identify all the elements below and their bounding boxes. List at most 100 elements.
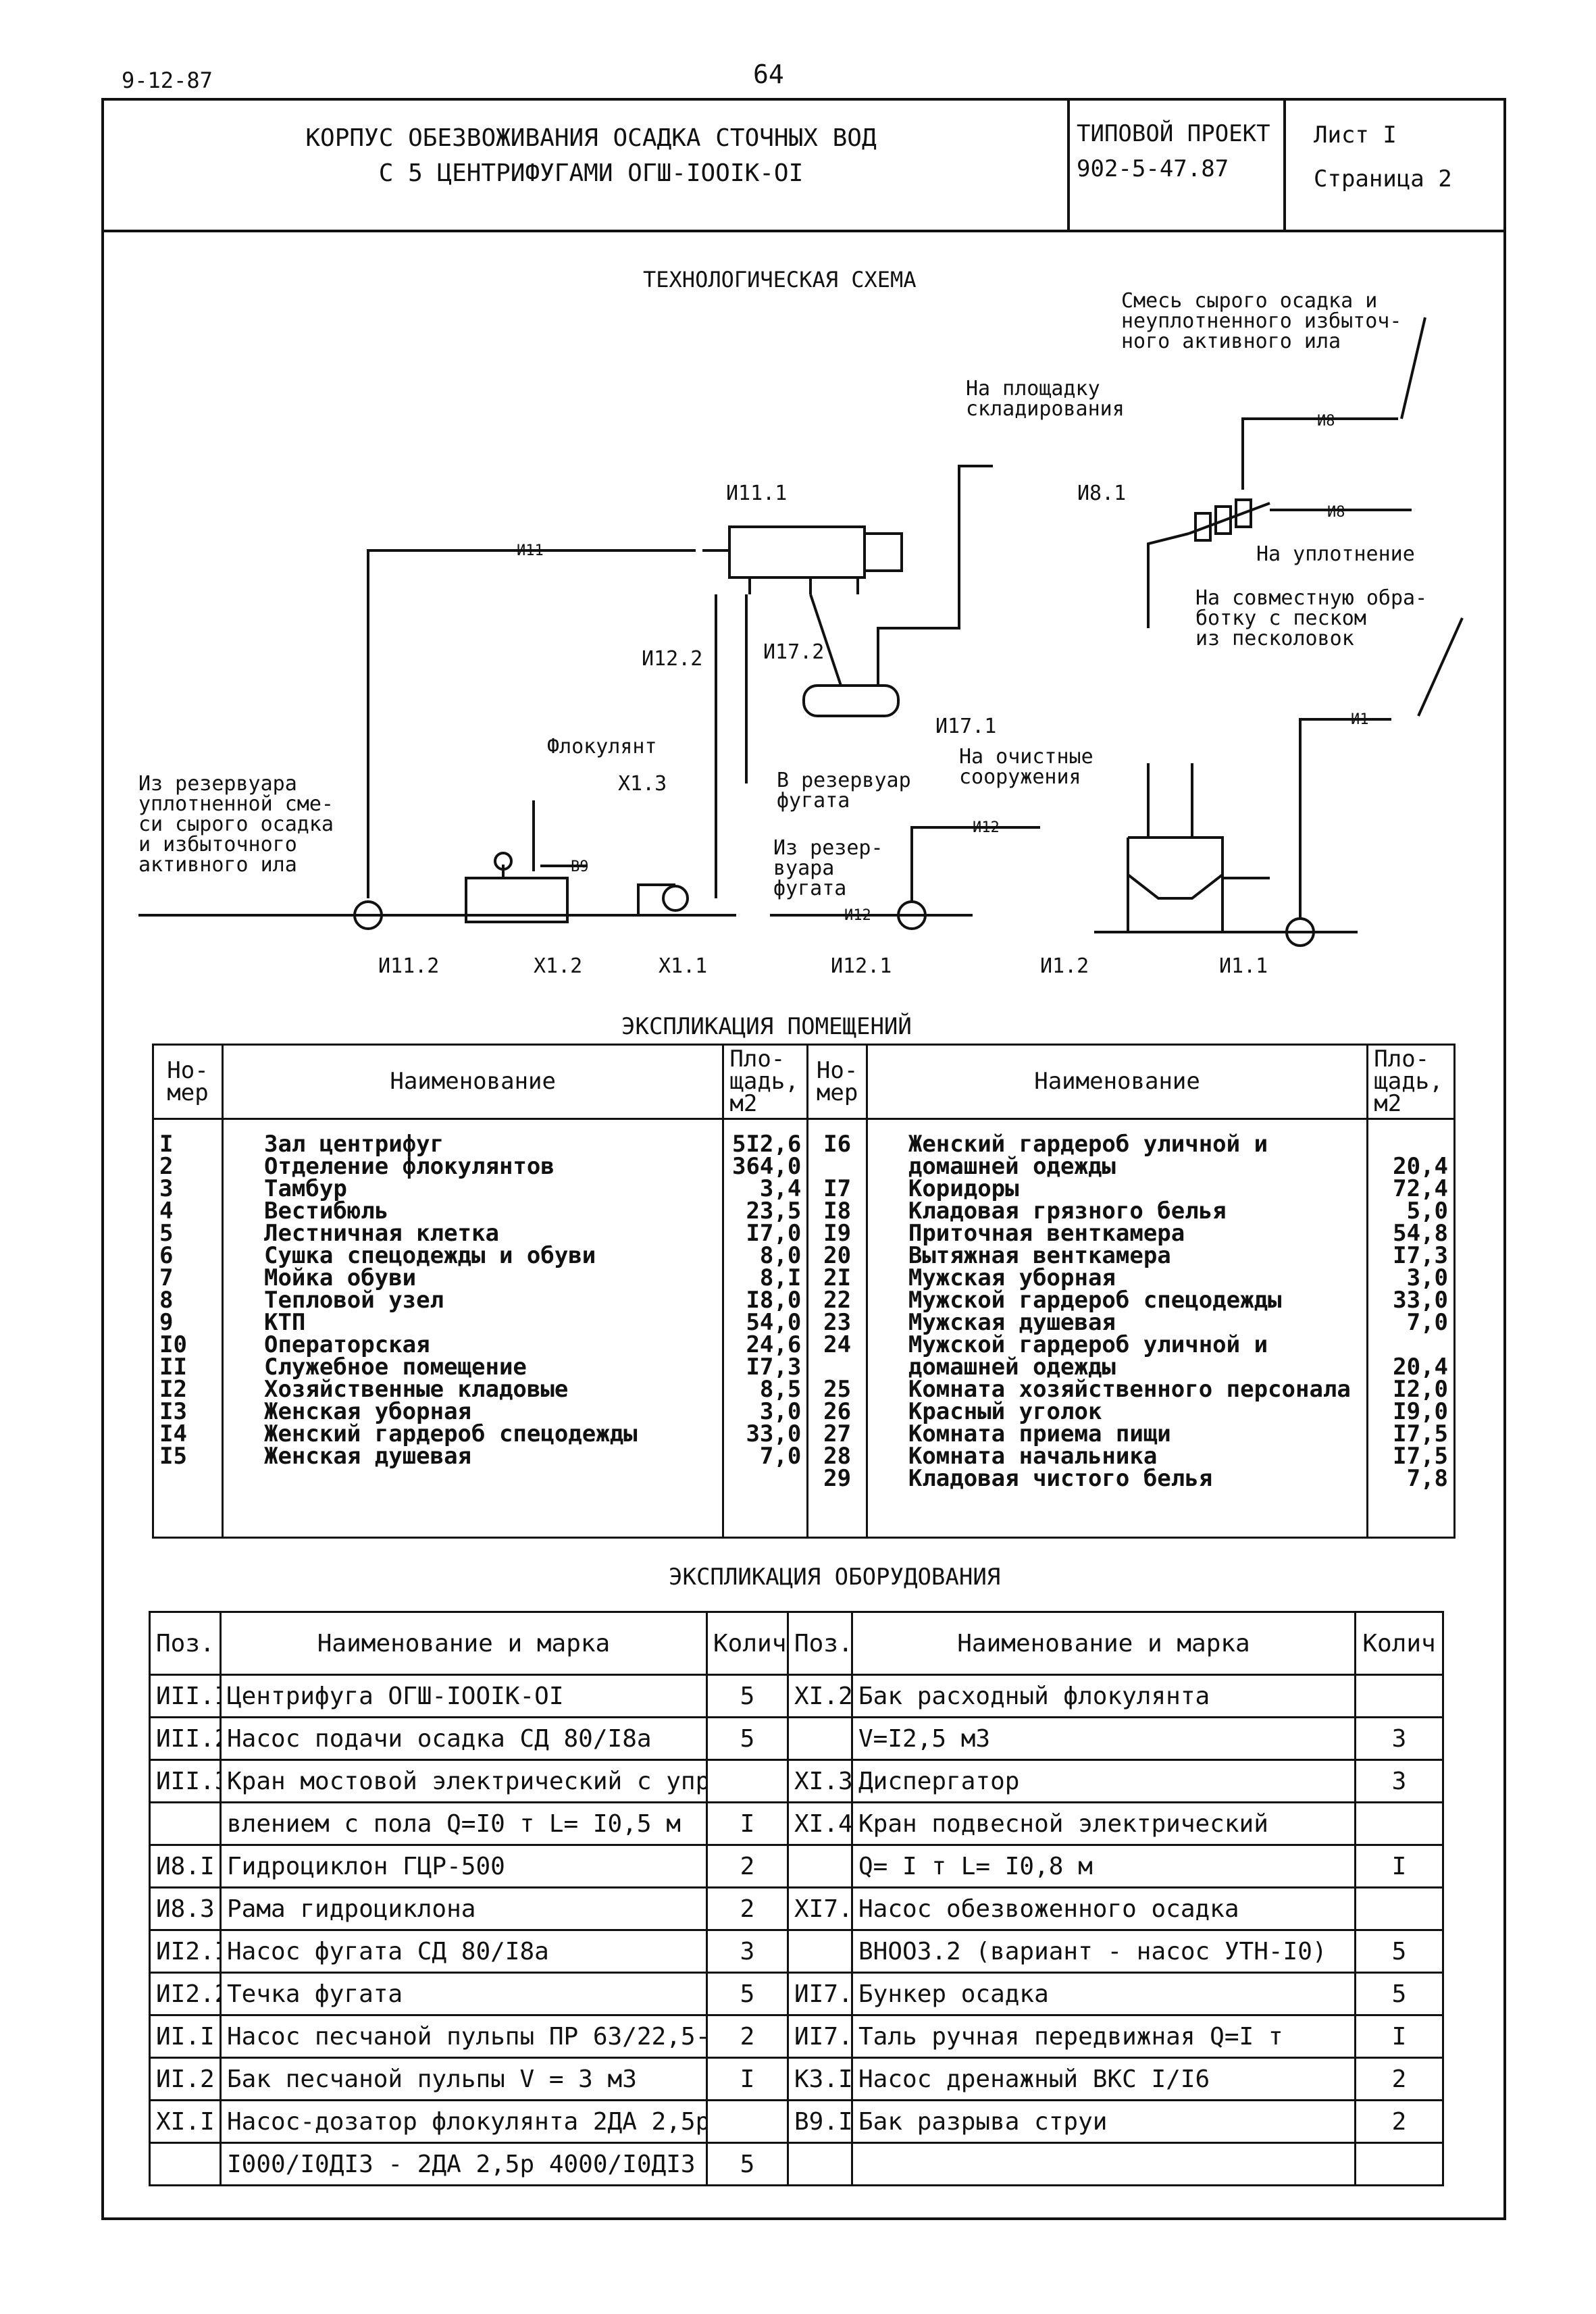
equip-pos: И8.3: [149, 1886, 222, 1931]
label-x1-2: X1.2: [534, 954, 582, 978]
equip-pos-2: [787, 1929, 853, 1974]
pipe-x1-dosing: [567, 883, 675, 917]
equip-qty-2: 3: [1354, 1716, 1444, 1761]
equip-pos-2: XI.2: [787, 1674, 853, 1718]
equip-pos: XI.I: [149, 2099, 222, 2144]
equip-name-2: Таль ручная передвижная Q=I т: [851, 2014, 1356, 2059]
equip-pos: ИII.2: [149, 1716, 222, 1761]
equip-name-2: ВНОО3.2 (вариант - насос УТН-I0): [851, 1929, 1356, 1974]
equip-qty-2: 2: [1354, 2057, 1444, 2101]
pipe-i1-out: [1299, 718, 1391, 919]
sludge-bunker: [802, 684, 900, 717]
equip-pos: ИI.I: [149, 2014, 222, 2059]
equip-pos: ИI2.2: [149, 1972, 222, 2016]
label-i1-1: И1.1: [1219, 954, 1268, 978]
header-divider: [101, 230, 1506, 232]
equip-name-2: Кран подвесной электрический: [851, 1801, 1356, 1846]
equip-name: Рама гидроциклона: [220, 1886, 708, 1931]
equip-qty: 5: [706, 1674, 789, 1718]
note-mix-line3: ного активного ила: [1121, 330, 1341, 353]
equip-qty-2: [1354, 2142, 1444, 2186]
note-joint-line1: На совместную обра-: [1195, 586, 1427, 610]
note-reservoir-line4: и избыточного: [138, 833, 297, 856]
line-label-b9: В9: [571, 858, 589, 875]
rooms-col-area-2: Пло- щадь, м2: [1366, 1044, 1456, 1120]
equip-name-2: Насос дренажный ВКС I/I6: [851, 2057, 1356, 2101]
equip-col-name: Наименование и марка: [220, 1611, 708, 1676]
note-from-fugate-line3: фугата: [773, 877, 846, 900]
note-from-fugate-line1: Из резер-: [773, 836, 883, 860]
line-label-i1: И1: [1351, 711, 1369, 728]
equip-name: Кран мостовой электрический с упра: [220, 1759, 708, 1803]
equip-pos-2: [787, 2142, 853, 2186]
centrifuge-motor: [863, 532, 903, 572]
equip-name: влением с пола Q=I0 т L= I0,5 м: [220, 1801, 708, 1846]
note-to-fugate-line1: В резервуар: [777, 769, 911, 792]
pipe-i1-up: [1147, 532, 1189, 628]
equip-name: Насос фугата СД 80/I8а: [220, 1929, 708, 1974]
equip-pos: [149, 2142, 222, 2186]
equip-col-qty-2: Колич: [1354, 1611, 1444, 1676]
equip-pos-2: XI.3: [787, 1759, 853, 1803]
equip-qty: [706, 2099, 789, 2144]
equip-name: Насос-дозатор флокулянта 2ДА 2,5р: [220, 2099, 708, 2144]
equip-name-2: V=I2,5 м3: [851, 1716, 1356, 1761]
equip-qty-2: 2: [1354, 2099, 1444, 2144]
equip-pos-2: XI.4: [787, 1801, 853, 1846]
rooms-col-name-2: Наименование: [865, 1044, 1369, 1120]
schema-title: ТЕХНОЛОГИЧЕСКАЯ СХЕМА: [643, 267, 917, 292]
equip-name: Насос песчаной пульпы ПР 63/22,5-СП: [220, 2014, 708, 2059]
technological-schema: ТЕХНОЛОГИЧЕСКАЯ СХЕМА Смесь сырого осадк…: [138, 267, 1464, 978]
label-i17-2: И17.2: [763, 640, 824, 664]
note-reservoir-line5: активного ила: [138, 853, 297, 877]
note-joint-line2: ботку с песком: [1195, 607, 1366, 630]
note-storage-line1: На площадку: [966, 377, 1100, 401]
equip-pos-2: ИI7.2: [787, 1972, 853, 2016]
equip-name-2: Бак разрыва струи: [851, 2099, 1356, 2144]
equip-pos-2: [787, 1844, 853, 1888]
equip-pos: ИI2.I: [149, 1929, 222, 1974]
equip-qty-2: I: [1354, 1844, 1444, 1888]
equip-pos-2: [787, 1716, 853, 1761]
page-label: Страница 2: [1314, 165, 1452, 192]
flocculant-tank: [465, 877, 569, 923]
equip-pos: ИII.I: [149, 1674, 222, 1718]
note-compaction: На уплотнение: [1256, 542, 1415, 566]
equip-qty: 5: [706, 1716, 789, 1761]
equipment-table: Поз. Наименование и марка Колич Поз. Наи…: [149, 1611, 1444, 2186]
note-treatment-line1: На очистные: [959, 745, 1093, 769]
dosing-pump: [662, 885, 689, 912]
sand-tank: [1127, 836, 1224, 900]
project-label: ТИПОВОЙ ПРОЕКТ: [1077, 120, 1270, 147]
equip-pos: ИI.2: [149, 2057, 222, 2101]
line-label-i12-in: И12: [844, 907, 871, 924]
rooms-col-area: Пло- щадь, м2: [722, 1044, 809, 1120]
rooms-left-names: Зал центрифуг Отделение флокулянтов Тамб…: [221, 1118, 725, 1539]
equip-pos-2: ИI7.3: [787, 2014, 853, 2059]
document-title-line2: С 5 ЦЕНТРИФУГАМИ ОГШ-IOOIK-OI: [378, 159, 804, 187]
equip-qty: 2: [706, 2014, 789, 2059]
equip-qty-2: 3: [1354, 1759, 1444, 1803]
rooms-left-areas: 5I2,6 364,0 3,4 23,5 I7,0 8,0 8,I I8,0 5…: [722, 1118, 809, 1539]
equip-qty: 5: [706, 1972, 789, 2016]
schema-labels: ТЕХНОЛОГИЧЕСКАЯ СХЕМА Смесь сырого осадк…: [138, 267, 1427, 978]
table-row: ИII.3Кран мостовой электрический с упраX…: [149, 1759, 1444, 1803]
note-treatment-line2: сооружения: [959, 765, 1081, 789]
equip-pos-2: К3.I: [787, 2057, 853, 2101]
rooms-col-number: Но- мер: [152, 1044, 224, 1120]
equip-name-2: Q= I т L= I0,8 м: [851, 1844, 1356, 1888]
equip-qty: 5: [706, 2142, 789, 2186]
equip-name: Центрифуга ОГШ-IOOIK-OI: [220, 1674, 708, 1718]
line-label-i12: И12: [973, 819, 1000, 836]
equip-qty-2: [1354, 1801, 1444, 1846]
note-flocculant: Флокулянт: [547, 735, 657, 759]
